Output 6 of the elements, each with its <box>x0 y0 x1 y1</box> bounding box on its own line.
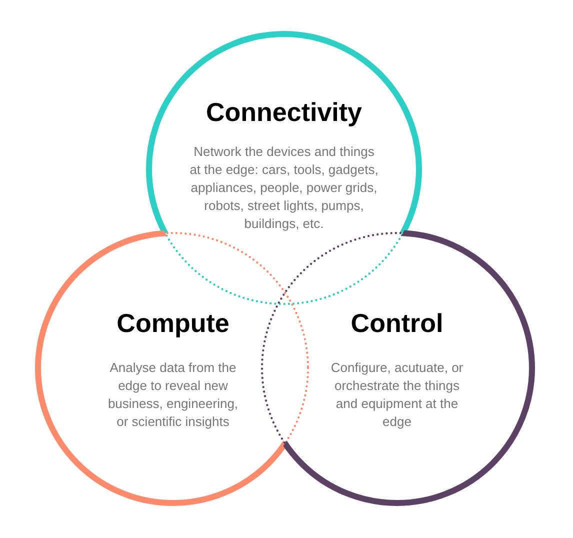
circle-description: Configure, acutuate, or orchestrate the things and equipment at the edge <box>330 360 464 429</box>
circle-description: Network the devices and things at the edge: cars, tools, gadgets, appliances, people, power grids, robots, street lights, pumps, buildings, etc. <box>190 144 378 231</box>
circle-heading: Compute <box>116 308 230 339</box>
circle-description: Analyse data from the edge to reveal new business, engineering, or scientific insights <box>108 360 238 429</box>
circle-heading: Control <box>350 308 444 339</box>
circle-heading: Connectivity <box>206 97 362 128</box>
